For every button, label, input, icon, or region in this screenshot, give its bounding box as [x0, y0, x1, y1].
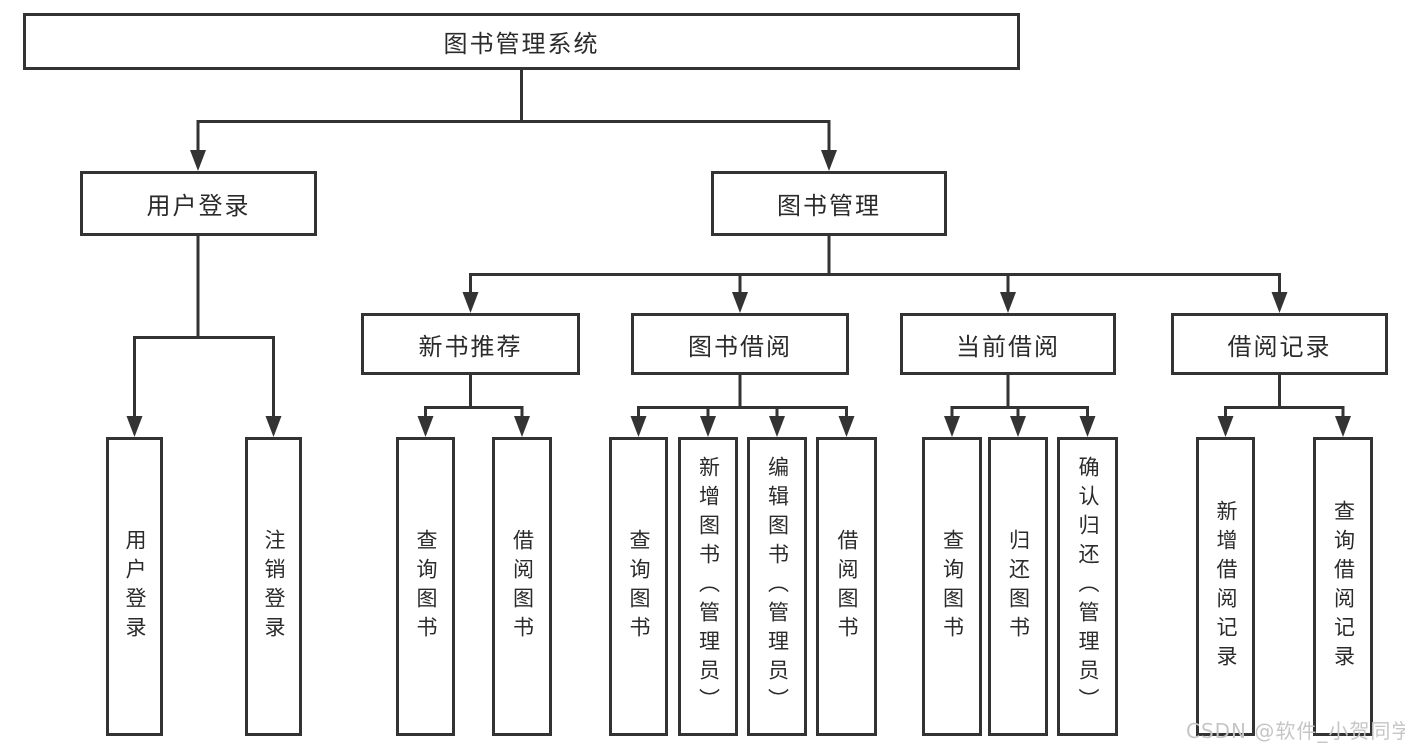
connector-path — [469, 273, 1281, 295]
node-label: 当前借阅 — [956, 332, 1060, 361]
arrow-down-icon — [514, 416, 530, 437]
node-label: 借阅记录 — [1227, 332, 1332, 361]
leaf-return-books: 归还图书 — [988, 437, 1048, 736]
node-label: 图书管理 — [777, 192, 881, 220]
arrow-down-icon — [732, 292, 748, 313]
leaf-label: 归还图书 — [1006, 528, 1031, 645]
leaf-query-books-1: 查询图书 — [396, 437, 455, 736]
leaf-logout: 注销登录 — [245, 437, 302, 736]
connector-path — [637, 406, 848, 419]
csdn-watermark: CSDN @软件_小贺同学 — [1186, 719, 1405, 743]
node-current-borrow: 当前借阅 — [900, 313, 1116, 375]
node-label: 用户登录 — [146, 192, 251, 220]
leaf-label: 确认归还（管理员） — [1076, 456, 1100, 717]
arrow-down-icon — [1010, 416, 1026, 437]
leaf-edit-books-admin: 编辑图书（管理员） — [747, 437, 807, 736]
leaf-user-login: 用户登录 — [106, 437, 163, 736]
arrow-down-icon — [190, 150, 206, 171]
arrow-down-icon — [769, 416, 785, 437]
node-root-label: 图书管理系统 — [443, 30, 600, 58]
leaf-label: 查询图书 — [414, 528, 438, 645]
connector-path — [950, 406, 1089, 419]
arrow-down-icon — [838, 416, 855, 437]
connector-path — [424, 406, 524, 419]
leaf-label: 注销登录 — [262, 528, 286, 645]
connector-path — [133, 336, 275, 419]
arrow-down-icon — [417, 416, 434, 437]
leaf-label: 编辑图书（管理员） — [765, 456, 790, 717]
connector-path — [196, 120, 831, 153]
leaf-borrow-books-1: 借阅图书 — [492, 437, 552, 736]
leaf-label: 新增借阅记录 — [1214, 499, 1238, 674]
arrow-down-icon — [1079, 416, 1096, 437]
leaf-label: 新增图书（管理员） — [696, 456, 721, 717]
node-label: 新书推荐 — [418, 332, 523, 361]
connector-path — [1224, 406, 1345, 419]
arrow-down-icon — [821, 150, 837, 171]
leaf-label: 查询借阅记录 — [1331, 499, 1356, 674]
arrow-down-icon — [630, 416, 647, 437]
leaf-query-borrow-record: 查询借阅记录 — [1313, 437, 1373, 736]
arrow-down-icon — [700, 416, 716, 437]
leaf-label: 查询图书 — [627, 528, 651, 645]
arrow-down-icon — [462, 292, 479, 313]
node-book-management: 图书管理 — [711, 171, 947, 236]
node-label: 图书借阅 — [688, 332, 792, 361]
node-root: 图书管理系统 — [23, 13, 1020, 70]
leaf-label: 查询图书 — [940, 528, 965, 645]
arrow-down-icon — [1335, 416, 1351, 437]
leaf-add-borrow-record: 新增借阅记录 — [1196, 437, 1255, 736]
node-user-login: 用户登录 — [80, 171, 317, 236]
leaf-label: 借阅图书 — [835, 528, 859, 645]
arrow-down-icon — [126, 416, 143, 437]
leaf-label: 借阅图书 — [510, 528, 535, 645]
arrow-down-icon — [1000, 292, 1016, 313]
node-new-book-recommend: 新书推荐 — [361, 313, 580, 375]
arrow-down-icon — [265, 416, 282, 437]
leaf-query-books-3: 查询图书 — [922, 437, 982, 736]
arrow-down-icon — [1271, 292, 1288, 313]
leaf-confirm-return-admin: 确认归还（管理员） — [1057, 437, 1118, 736]
node-book-borrow: 图书借阅 — [631, 313, 849, 375]
node-borrow-records: 借阅记录 — [1171, 313, 1388, 375]
leaf-borrow-books-2: 借阅图书 — [816, 437, 877, 736]
leaf-label: 用户登录 — [123, 528, 147, 645]
leaf-query-books-2: 查询图书 — [609, 437, 668, 736]
leaf-add-books-admin: 新增图书（管理员） — [678, 437, 738, 736]
arrow-down-icon — [1217, 416, 1234, 437]
arrow-down-icon — [944, 416, 960, 437]
